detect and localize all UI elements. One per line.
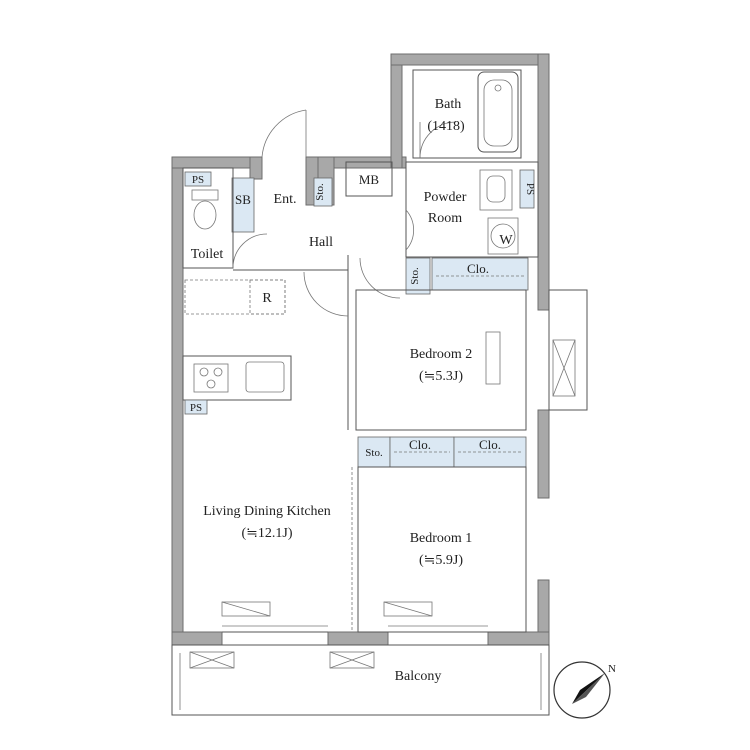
bedroom2-size: (≒5.3J) <box>419 369 463 384</box>
sto-hall-label: Sto. <box>409 267 421 285</box>
bedroom1-storage: Sto. Clo. Clo. <box>357 436 527 468</box>
ps-top-left-label: PS <box>192 174 204 186</box>
toilet-area: PS Toilet <box>182 167 268 269</box>
bedroom-1: Bedroom 1 (≒5.9J) <box>351 466 527 633</box>
bedroom2-label: Bedroom 2 <box>410 347 473 362</box>
north-label: N <box>608 663 616 675</box>
compass: N <box>553 661 616 719</box>
washer-label: W <box>499 233 513 248</box>
mb-label: MB <box>359 172 380 187</box>
ps-right-label: PS <box>524 183 536 195</box>
ldk-size: (≒12.1J) <box>241 526 292 541</box>
hall-label: Hall <box>309 235 333 250</box>
powder-room: PS W Powder Room <box>405 161 539 258</box>
clo-bed2-label: Clo. <box>467 261 489 276</box>
clo-bed1-right-label: Clo. <box>479 437 501 452</box>
bedroom-2: Bedroom 2 (≒5.3J) <box>355 289 527 431</box>
bedroom1-size: (≒5.9J) <box>419 553 463 568</box>
exterior-walls <box>171 53 550 646</box>
toilet-label: Toilet <box>191 247 224 262</box>
bedroom1-label: Bedroom 1 <box>410 531 473 546</box>
balcony-area: Balcony <box>171 644 550 716</box>
fridge-label: R <box>262 291 272 306</box>
ldk-area: Living Dining Kitchen (≒12.1J) <box>203 504 331 633</box>
bath-area: Bath (1418) <box>412 69 522 159</box>
bedroom2-window <box>548 289 588 411</box>
compass-ring <box>553 661 611 719</box>
clo-bed1-left-label: Clo. <box>409 437 431 452</box>
powder-label-line1: Powder <box>424 190 467 205</box>
hall-area: Hall Sto. Clo. <box>233 209 529 430</box>
ldk-label: Living Dining Kitchen <box>203 504 331 519</box>
ent-label: Ent. <box>274 192 297 207</box>
kitchen-area: R PS <box>182 279 292 415</box>
bath-label: Bath <box>435 97 461 112</box>
sto-ent-label: Sto. <box>314 183 326 201</box>
balcony-label: Balcony <box>395 669 442 684</box>
sto-bed1-label: Sto. <box>365 447 383 459</box>
powder-label-line2: Room <box>428 211 462 226</box>
entrance-area: SB Sto. Ent. <box>231 109 333 233</box>
ps-kitchen-label: PS <box>190 402 202 414</box>
bath-size: (1418) <box>427 119 465 134</box>
sb-label: SB <box>235 192 251 207</box>
mb-area: MB <box>345 161 393 197</box>
